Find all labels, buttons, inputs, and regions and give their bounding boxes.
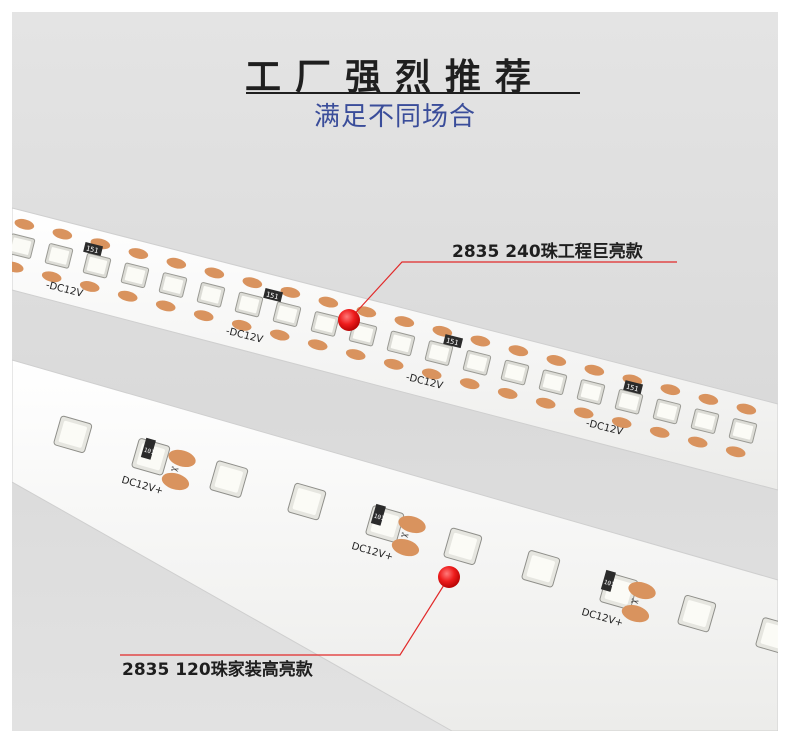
led-chip	[41, 228, 74, 283]
led-chip	[573, 364, 606, 419]
resistor-code: 101	[603, 579, 616, 589]
resistor-code: 151	[85, 244, 99, 255]
title-divider	[246, 92, 580, 94]
led-chip	[79, 238, 112, 292]
resistor-code: 151	[265, 290, 279, 301]
led-chip	[383, 316, 416, 370]
led-chip	[117, 248, 150, 302]
callout-label-120: 2835 120珠家装高亮款	[122, 660, 313, 680]
resistor	[370, 503, 386, 526]
resistor-code: 101	[143, 447, 156, 457]
led-chip	[155, 257, 188, 312]
callout-dot-icon	[438, 566, 460, 588]
led-chip	[287, 482, 327, 521]
led-chip	[307, 296, 340, 351]
page-title: 工厂强烈推荐	[244, 57, 545, 98]
callout-label-240: 2835 240珠工程巨亮款	[452, 242, 643, 262]
led-chip	[649, 384, 682, 438]
resistor	[600, 569, 616, 592]
lower-led-strip: ✂DC12V+101✂DC12V+101✂DC12V+101	[12, 359, 778, 731]
led-chip	[611, 374, 644, 429]
callout-upper	[338, 261, 677, 331]
led-chip	[12, 218, 36, 273]
scissors-icon: ✂	[629, 596, 640, 609]
led-chip	[687, 393, 720, 448]
resistor	[140, 437, 156, 460]
led-chip	[497, 345, 530, 399]
scissors-icon: ✂	[399, 530, 410, 543]
led-chip	[459, 335, 492, 390]
led-chip	[193, 267, 226, 322]
led-chip	[443, 527, 483, 565]
led-chip	[755, 617, 778, 655]
led-chip	[725, 403, 758, 458]
callout-lower	[120, 566, 460, 656]
resistor-code: 151	[445, 337, 459, 348]
led-chip	[53, 415, 93, 453]
header: 工厂强烈推荐 满足不同场合	[12, 12, 778, 152]
led-chip	[209, 460, 249, 498]
led-chip	[521, 550, 561, 588]
led-chip	[231, 277, 264, 331]
scissors-icon: ✂	[169, 464, 180, 477]
led-chip	[677, 594, 717, 633]
callout-dot-icon	[338, 309, 360, 331]
page-subtitle: 满足不同场合	[313, 102, 476, 132]
led-chip	[421, 325, 454, 380]
led-chip	[535, 355, 568, 409]
resistor-code: 101	[373, 513, 386, 523]
led-chip	[269, 286, 302, 341]
resistor-code: 151	[625, 383, 639, 394]
